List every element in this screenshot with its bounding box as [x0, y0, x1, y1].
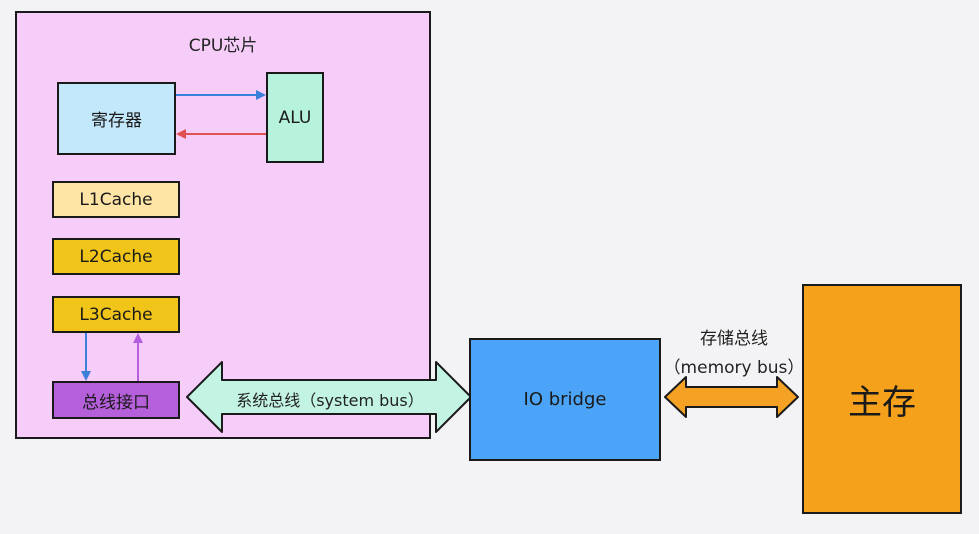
- bus-interface-box: 总线接口: [52, 381, 180, 419]
- system-bus-label: 系统总线（system bus）: [236, 391, 424, 410]
- cpu-chip-title: CPU芯片: [188, 36, 258, 56]
- memory-bus-label-cn: 存储总线: [700, 329, 768, 349]
- memory-bus-label-en: （memory bus）: [663, 358, 805, 378]
- alu-box: ALU: [266, 72, 324, 163]
- l2-cache-box: L2Cache: [52, 238, 180, 275]
- main-memory-box: 主存: [802, 284, 962, 514]
- l1-cache-box: L1Cache: [52, 181, 180, 218]
- memory-bus-arrow: [664, 376, 799, 418]
- l3-cache-box: L3Cache: [52, 296, 180, 333]
- registers-box: 寄存器: [57, 82, 176, 155]
- io-bridge-box: IO bridge: [469, 338, 661, 461]
